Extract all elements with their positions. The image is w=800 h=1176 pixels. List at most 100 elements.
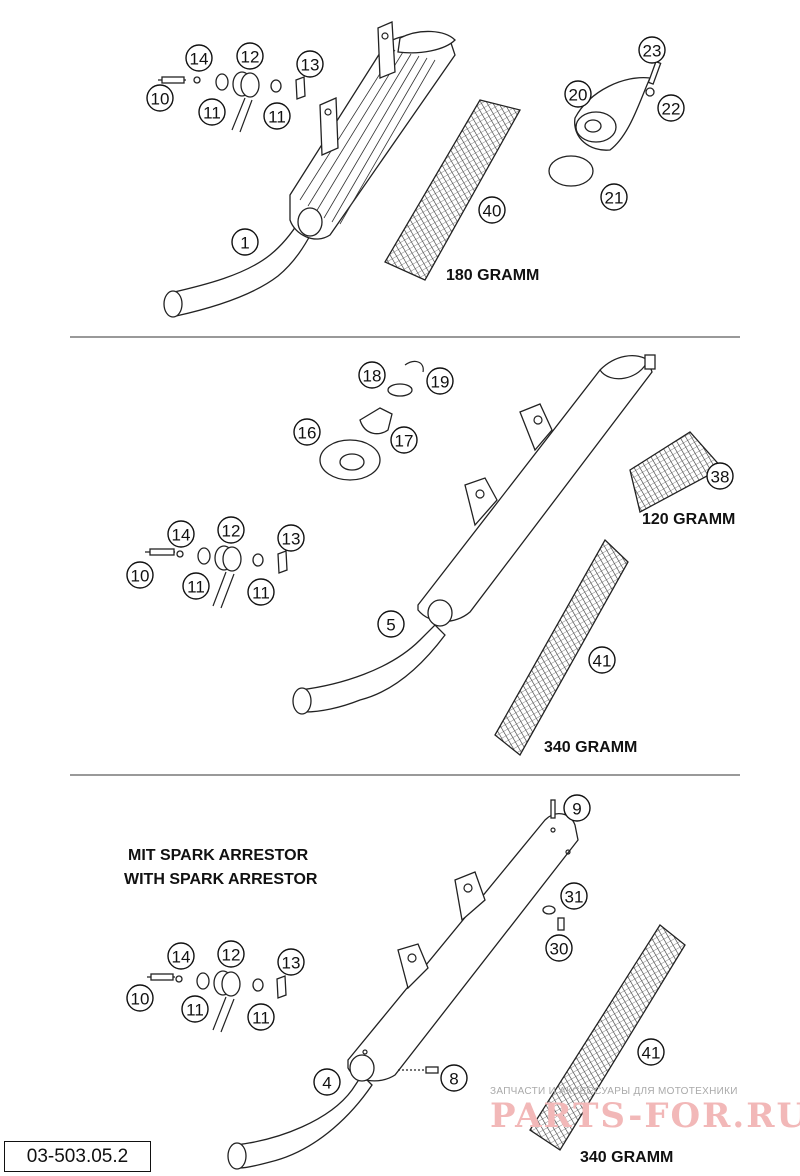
callout-top-13: 13	[296, 50, 324, 78]
callout-number: 31	[565, 888, 584, 907]
callout-number: 10	[131, 567, 150, 586]
callout-circle	[181, 995, 209, 1023]
callout-number: 40	[483, 202, 502, 221]
weight-label-bottom: 340 GRAMM	[580, 1149, 673, 1166]
callout-circle	[198, 98, 226, 126]
callout-number: 14	[172, 526, 191, 545]
callout-top-11: 11	[198, 98, 226, 126]
callout-bottom-31: 31	[560, 882, 588, 910]
callout-circle	[126, 561, 154, 589]
callout-circle	[231, 228, 259, 256]
callout-circle	[637, 1038, 665, 1066]
callout-number: 13	[282, 530, 301, 549]
callout-bottom-10: 10	[126, 984, 154, 1012]
end-cap-parts	[548, 60, 662, 187]
callout-circle	[478, 196, 506, 224]
callout-middle-11: 11	[182, 572, 210, 600]
callout-middle-12: 12	[217, 516, 245, 544]
callout-top-23: 23	[638, 36, 666, 64]
callout-circle	[564, 80, 592, 108]
callout-number: 10	[131, 990, 150, 1009]
callout-number: 30	[550, 940, 569, 959]
bolt-kit-middle	[145, 545, 288, 609]
callout-circle	[236, 42, 264, 70]
callout-circle	[426, 367, 454, 395]
callout-circle	[182, 572, 210, 600]
weight-label-middle-small: 120 GRAMM	[642, 511, 735, 528]
callout-top-1: 1	[231, 228, 259, 256]
callout-number: 17	[395, 432, 414, 451]
callout-number: 20	[569, 86, 588, 105]
callout-number: 23	[643, 42, 662, 61]
callout-number: 13	[282, 954, 301, 973]
callout-circle	[377, 610, 405, 638]
callout-circle	[313, 1068, 341, 1096]
spark-arrestor-label-en: WITH SPARK ARRESTOR	[124, 871, 318, 888]
callout-middle-5: 5	[377, 610, 405, 638]
callout-circle	[588, 646, 616, 674]
callout-top-11: 11	[263, 102, 291, 130]
spark-arrestor-label-de: MIT SPARK ARRESTOR	[128, 847, 309, 864]
silencer-top-part-1	[163, 21, 456, 318]
callout-bottom-11: 11	[181, 995, 209, 1023]
silencer-bottom-part-4	[227, 799, 579, 1170]
callout-number: 21	[605, 189, 624, 208]
weight-label-top: 180 GRAMM	[446, 267, 539, 284]
callout-bottom-4: 4	[313, 1068, 341, 1096]
callout-bottom-41: 41	[637, 1038, 665, 1066]
callout-number: 10	[151, 90, 170, 109]
callout-middle-11: 11	[247, 578, 275, 606]
damping-wool-41-bottom	[529, 924, 686, 1151]
callout-circle	[706, 462, 734, 490]
callout-middle-10: 10	[126, 561, 154, 589]
callout-circle	[440, 1064, 468, 1092]
callout-circle	[146, 84, 174, 112]
callout-middle-18: 18	[358, 361, 386, 389]
callout-top-12: 12	[236, 42, 264, 70]
callout-number: 9	[572, 800, 581, 819]
callout-circle	[277, 524, 305, 552]
callout-circle	[390, 426, 418, 454]
callout-circle	[277, 948, 305, 976]
callout-middle-14: 14	[167, 520, 195, 548]
callout-number: 11	[252, 584, 270, 603]
callout-circle	[638, 36, 666, 64]
callout-middle-16: 16	[293, 418, 321, 446]
callout-number: 4	[322, 1074, 331, 1093]
callout-number: 12	[222, 522, 241, 541]
callout-circle	[358, 361, 386, 389]
callout-number: 12	[222, 946, 241, 965]
damping-wool-41-middle	[494, 538, 629, 756]
bolt-kit-bottom	[147, 970, 287, 1033]
callout-middle-17: 17	[390, 426, 418, 454]
callout-circle	[600, 183, 628, 211]
callout-middle-19: 19	[426, 367, 454, 395]
callout-circle	[296, 50, 324, 78]
silencer-middle-part-5	[292, 354, 656, 715]
callout-bottom-8: 8	[440, 1064, 468, 1092]
callout-number: 16	[298, 424, 317, 443]
callout-bottom-11: 11	[247, 1003, 275, 1031]
callout-number: 41	[593, 652, 612, 671]
callout-circle	[126, 984, 154, 1012]
callout-circle	[263, 102, 291, 130]
callout-circle	[167, 942, 195, 970]
callout-circle	[217, 940, 245, 968]
callout-middle-13: 13	[277, 524, 305, 552]
callout-circle	[247, 1003, 275, 1031]
callout-top-10: 10	[146, 84, 174, 112]
callout-middle-41: 41	[588, 646, 616, 674]
callout-circle	[247, 578, 275, 606]
callout-number: 41	[642, 1044, 661, 1063]
callout-number: 1	[240, 234, 249, 253]
callout-number: 11	[203, 104, 221, 123]
callout-circle	[545, 934, 573, 962]
callout-bottom-30: 30	[545, 934, 573, 962]
watermark: ЗАПЧАСТИ И АКСЕССУАРЫ ДЛЯ МОТОТЕХНИКИ PA…	[490, 1086, 800, 1135]
end-cap-middle	[319, 360, 424, 481]
callout-circle	[563, 794, 591, 822]
callout-circle	[217, 516, 245, 544]
callout-number: 13	[301, 56, 320, 75]
callout-number: 14	[190, 50, 209, 69]
